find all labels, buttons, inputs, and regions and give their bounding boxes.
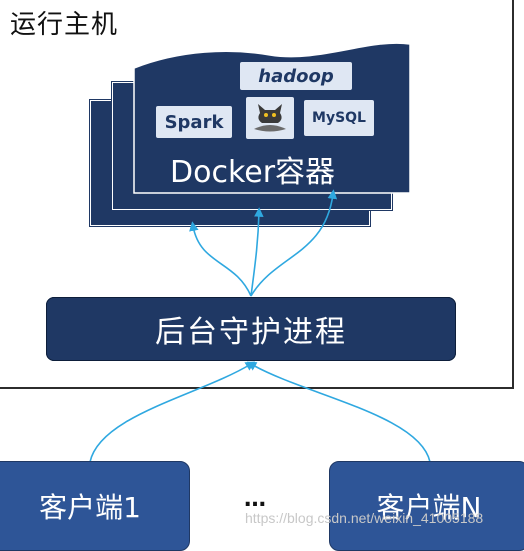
client-1-box: 客户端1: [0, 461, 190, 551]
client-n-box: 客户端N: [329, 461, 524, 551]
mysql-logo: MySQL: [304, 100, 374, 136]
daemon-to-container-arrow-left: [189, 221, 252, 297]
client-n-label: 客户端N: [376, 491, 482, 524]
arrow-layer: [89, 189, 431, 463]
client1-to-daemon-arrow: [89, 361, 256, 463]
ellipsis: …: [244, 487, 267, 512]
daemon-box: [46, 297, 456, 361]
daemon-to-container-arrow-right: [250, 189, 338, 297]
daemon-to-container-arrow-center: [250, 207, 264, 297]
tomcat-cat-icon: [254, 104, 286, 132]
host-label: 运行主机: [10, 10, 119, 40]
watermark-url: https://blog.csdn.net/weixin_41005188: [245, 510, 484, 526]
docker-container-label: Docker容器: [170, 155, 336, 190]
hadoop-logo: hadoop: [240, 62, 352, 90]
clientn-to-daemon-arrow: [246, 361, 431, 463]
client-1-label: 客户端1: [39, 491, 141, 524]
tomcat-logo: [246, 97, 294, 139]
host-frame: [0, 0, 514, 389]
daemon-label: 后台守护进程: [155, 315, 347, 350]
spark-logo: Spark: [156, 106, 232, 138]
